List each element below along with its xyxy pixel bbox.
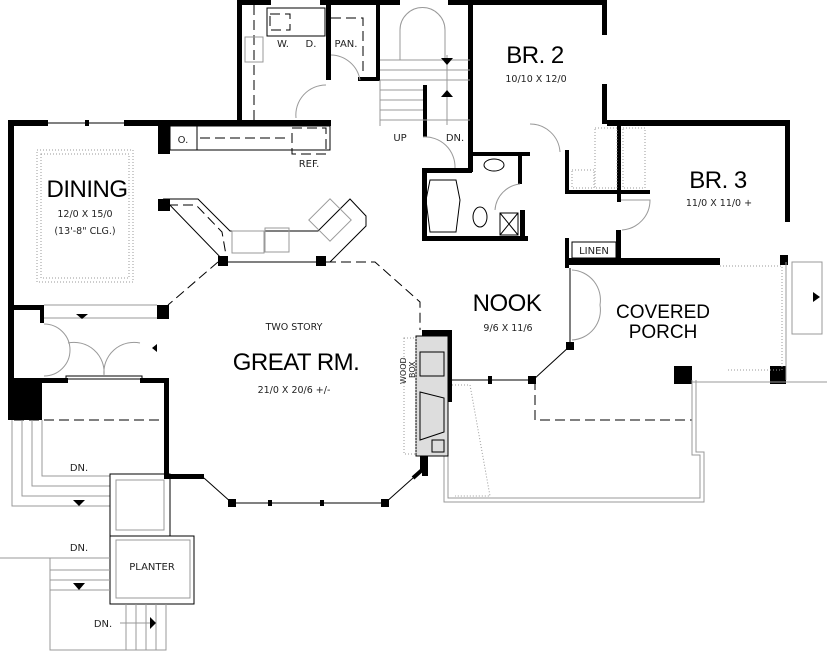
deck-down-label-3: DN. — [94, 619, 112, 630]
washer-label: W. — [277, 39, 289, 50]
fireplace — [403, 335, 449, 457]
wood-box-label-1: WOOD — [399, 357, 408, 384]
pantry-label: PAN. — [335, 39, 358, 50]
great-room-label: GREAT RM. — [233, 349, 360, 376]
nook-size: 9/6 X 11/6 — [483, 323, 532, 334]
br2-label: BR. 2 — [506, 42, 564, 69]
refrigerator-label: REF. — [299, 159, 320, 170]
wood-box-label-2: BOX — [408, 361, 417, 378]
planter-label: PLANTER — [129, 562, 175, 573]
covered-porch-label-1: COVERED — [616, 302, 710, 323]
staircase — [379, 7, 470, 169]
deck-down-label-2: DN. — [70, 543, 88, 554]
dining-size: 12/0 X 15/0 — [57, 209, 112, 220]
covered-porch-label-2: PORCH — [629, 322, 698, 343]
dining-ceiling: (13'-8" CLG.) — [54, 226, 115, 237]
dryer-label: D. — [306, 39, 317, 50]
br2-size: 10/10 X 12/0 — [505, 74, 566, 85]
nook-label: NOOK — [473, 290, 542, 317]
labels: DINING 12/0 X 15/0 (13'-8" CLG.) W. D. P… — [47, 39, 753, 630]
great-room-note: TWO STORY — [265, 322, 323, 333]
br3-size: 11/0 X 11/0 + — [686, 198, 752, 209]
linen-label: LINEN — [579, 246, 609, 257]
deck-down-label-1: DN. — [70, 463, 88, 474]
plan-lines — [0, 5, 827, 651]
br3-label: BR. 3 — [689, 167, 747, 194]
walls — [8, 0, 790, 479]
dining-label: DINING — [47, 176, 128, 203]
great-room-size: 21/0 X 20/6 +/- — [258, 385, 331, 396]
stairs-up-label: UP — [393, 133, 406, 144]
oven-label: O. — [178, 135, 189, 146]
stairs-down-label: DN. — [446, 133, 464, 144]
